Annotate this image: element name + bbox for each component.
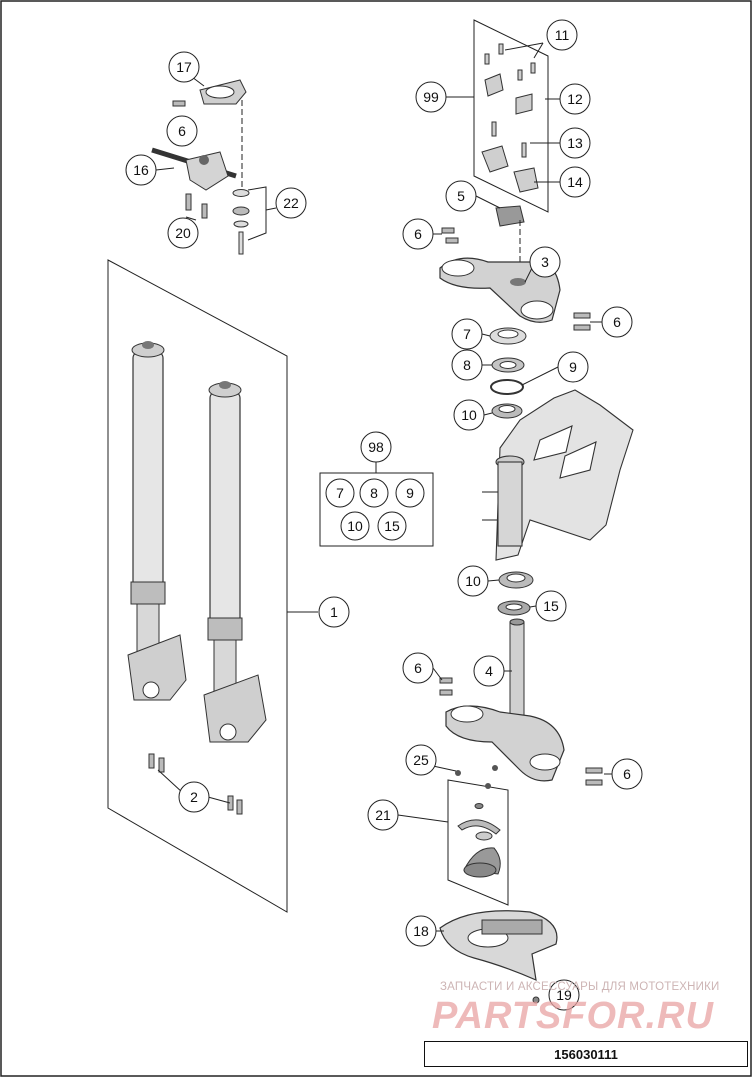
callout-99: 99	[415, 81, 447, 113]
svg-text:20: 20	[175, 225, 191, 241]
callout-9: 9	[557, 351, 589, 383]
callout-3: 3	[529, 246, 561, 278]
clamp-kit-frame	[446, 19, 549, 213]
svg-text:19: 19	[556, 987, 572, 1003]
svg-text:6: 6	[178, 123, 186, 139]
svg-text:21: 21	[375, 807, 391, 823]
steering-nut	[495, 205, 525, 227]
svg-text:25: 25	[413, 752, 429, 768]
svg-text:16: 16	[133, 162, 149, 178]
callout-6: 6	[402, 652, 434, 684]
svg-text:6: 6	[414, 660, 422, 676]
upper-triple-clamp	[439, 227, 591, 331]
svg-text:10: 10	[465, 573, 481, 589]
svg-text:14: 14	[567, 174, 583, 190]
kit-98-frame	[319, 461, 434, 547]
svg-text:2: 2	[190, 789, 198, 805]
callout-4: 4	[473, 655, 505, 687]
svg-text:3: 3	[541, 254, 549, 270]
fork-leg-left	[127, 341, 187, 701]
svg-text:5: 5	[457, 188, 465, 204]
callout-2: 2	[178, 781, 210, 813]
callout-20: 20	[167, 217, 199, 249]
callout-6: 6	[166, 115, 198, 147]
kit-98-item: 8	[359, 478, 389, 508]
svg-text:7: 7	[463, 326, 471, 342]
svg-text:99: 99	[423, 89, 439, 105]
svg-text:10: 10	[347, 518, 363, 534]
motorcycle-frame-section	[482, 389, 634, 561]
callout-19: 19	[548, 979, 580, 1011]
svg-text:9: 9	[569, 359, 577, 375]
svg-text:6: 6	[414, 226, 422, 242]
callout-98: 98	[360, 431, 392, 463]
steering-bearings-upper	[489, 327, 527, 419]
steering-lock-frame	[397, 779, 509, 906]
svg-text:6: 6	[623, 766, 631, 782]
callout-10: 10	[457, 565, 489, 597]
svg-text:15: 15	[543, 598, 559, 614]
watermark-tagline: ЗАПЧАСТИ И АКСЕССУАРЫ ДЛЯ МОТОТЕХНИКИ	[440, 981, 720, 993]
svg-text:6: 6	[613, 314, 621, 330]
svg-text:1: 1	[330, 604, 338, 620]
lower-triple-clamp	[439, 618, 603, 786]
callout-7: 7	[451, 318, 483, 350]
callout-18: 18	[405, 915, 437, 947]
callout-11: 11	[546, 19, 578, 51]
watermark-brand: PARTSFOR.RU	[432, 995, 714, 1037]
callout-8: 8	[451, 349, 483, 381]
diagram-id-box: 156030111	[424, 1041, 748, 1067]
clamp-kit-parts	[481, 43, 539, 193]
svg-text:13: 13	[567, 135, 583, 151]
callout-5: 5	[445, 180, 477, 212]
callout-13: 13	[559, 127, 591, 159]
svg-text:8: 8	[370, 485, 378, 501]
svg-text:98: 98	[368, 439, 384, 455]
kit-98-item: 10	[340, 511, 370, 541]
steering-bearings-lower	[497, 571, 534, 616]
svg-text:22: 22	[283, 195, 299, 211]
callout-6: 6	[601, 306, 633, 338]
steering-head-cover	[439, 910, 558, 1004]
callout-22: 22	[275, 187, 307, 219]
callout-6: 6	[402, 218, 434, 250]
fork-group-frame	[107, 259, 318, 913]
axle-clamp-screws	[148, 753, 243, 815]
svg-text:8: 8	[463, 357, 471, 373]
svg-text:10: 10	[461, 407, 477, 423]
callout-10: 10	[453, 399, 485, 431]
callout-15: 15	[535, 590, 567, 622]
svg-text:12: 12	[567, 91, 583, 107]
svg-text:17: 17	[176, 59, 192, 75]
svg-text:9: 9	[406, 485, 414, 501]
callout-12: 12	[559, 83, 591, 115]
svg-text:7: 7	[336, 485, 344, 501]
steering-damper	[151, 79, 250, 255]
callout-1: 1	[318, 596, 350, 628]
callout-14: 14	[559, 166, 591, 198]
callout-25: 25	[405, 744, 437, 776]
callout-17: 17	[168, 51, 200, 83]
kit-98-item: 9	[395, 478, 425, 508]
callout-6: 6	[611, 758, 643, 790]
kit-98-item: 15	[377, 511, 407, 541]
svg-text:11: 11	[555, 27, 570, 43]
diagram-id: 156030111	[554, 1046, 618, 1062]
fork-leg-right	[203, 381, 267, 743]
svg-text:15: 15	[384, 518, 400, 534]
kit-98-item: 7	[325, 478, 355, 508]
callout-21: 21	[367, 799, 399, 831]
steering-lock-parts	[455, 765, 501, 878]
svg-text:4: 4	[485, 663, 493, 679]
callout-16: 16	[125, 154, 157, 186]
svg-text:18: 18	[413, 923, 429, 939]
